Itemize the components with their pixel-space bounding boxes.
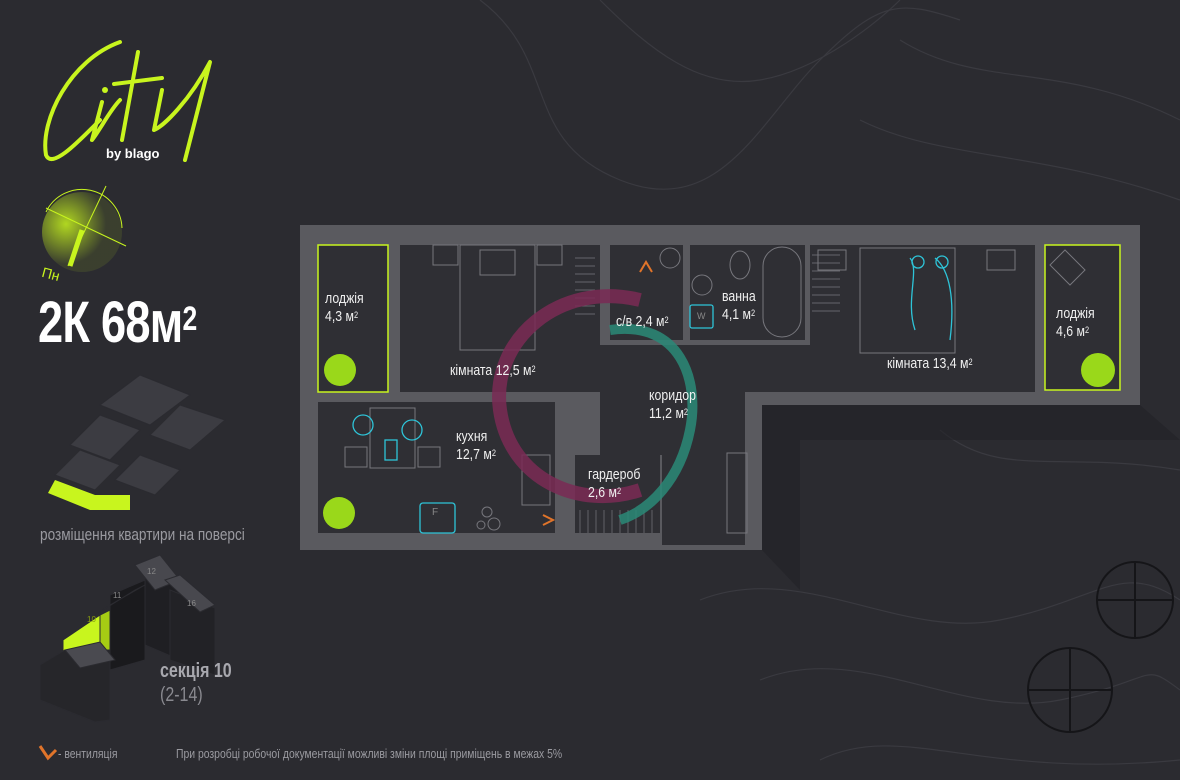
washer — [689, 304, 714, 329]
city-logo: by blago — [43, 40, 212, 162]
building-label-11: 11 — [113, 591, 122, 600]
floor-location-caption: розміщення квартири на поверсі — [40, 525, 245, 544]
building-label-10: 10 — [87, 615, 96, 624]
room-bedroom-1: кімната 12,5 м2 — [450, 362, 536, 379]
building-label-16: 16 — [187, 599, 196, 608]
ventilation-legend-icon — [38, 745, 58, 761]
plant-icon — [324, 354, 356, 386]
footnote: При розробці робочої документації можлив… — [176, 746, 563, 761]
plant-icon — [323, 497, 355, 529]
tree-icon — [1027, 561, 1174, 733]
ventilation-legend: - вентиляція — [58, 746, 118, 761]
ventilation-icon — [542, 260, 653, 526]
room-bedroom-2: кімната 13,4 м2 — [887, 355, 973, 372]
area-superscript: 2 — [182, 300, 197, 338]
section-title: секція 10 — [160, 660, 232, 682]
compass-icon — [42, 185, 127, 272]
floor-location-map — [48, 375, 226, 510]
plant-icon — [1081, 353, 1115, 387]
loggia-left-outline — [317, 244, 389, 393]
section-floors: (2-14) — [160, 684, 203, 706]
apartment-type: 2К — [38, 290, 90, 355]
highlighted-apartment — [48, 480, 130, 510]
fridge-label: F — [432, 507, 439, 518]
section-building-map: 10 11 12 16 — [39, 554, 215, 723]
building-label-12: 12 — [147, 567, 156, 576]
logo-tagline: by blago — [106, 146, 160, 161]
decorative-swirl — [492, 289, 643, 504]
room-toilet: с/в 2,4 м2 — [616, 313, 669, 330]
decorative-swirl — [609, 323, 698, 525]
apartment-title: 2К 68м2 — [38, 290, 197, 355]
fridge — [419, 502, 456, 534]
washer-label: W — [697, 311, 706, 321]
apartment-area: 68м — [101, 290, 183, 355]
loggia-right-outline — [1044, 244, 1121, 391]
